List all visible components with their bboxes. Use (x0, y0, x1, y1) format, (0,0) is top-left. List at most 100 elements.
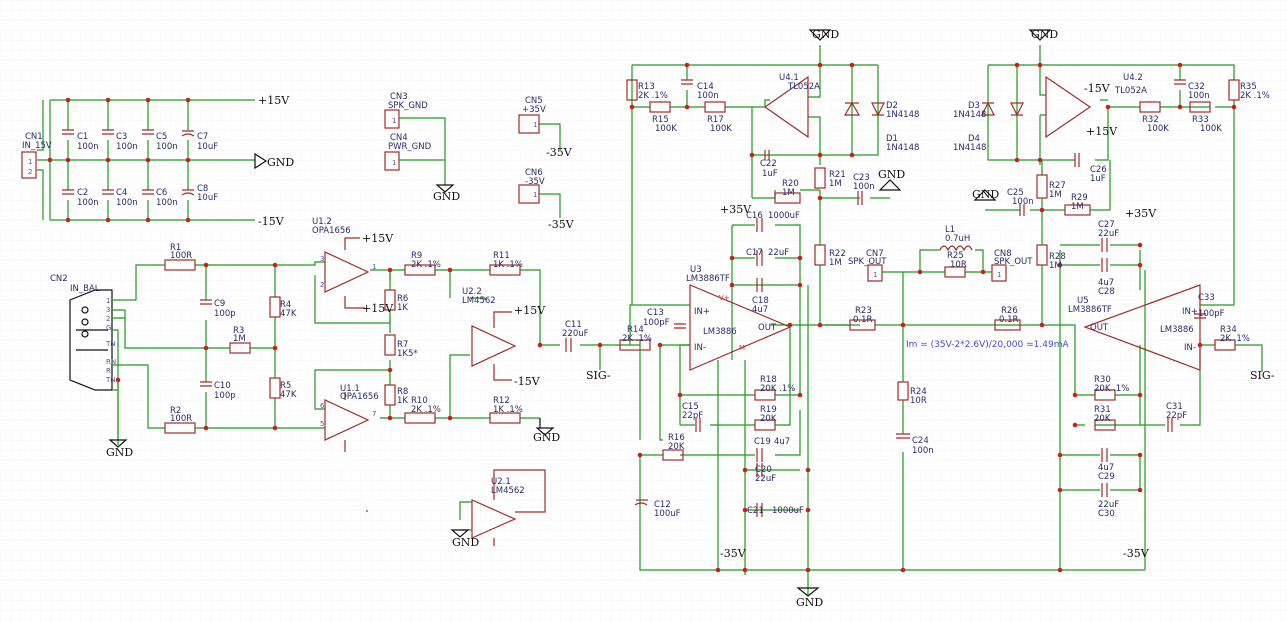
c1-ref: C1 (77, 132, 88, 142)
r8-ref: R8 (397, 387, 408, 397)
net-gnd-1: GND (267, 156, 294, 169)
cn3-ref: CN3 (390, 92, 408, 102)
c9-value: 100p (214, 309, 236, 319)
c13-ref: C13 (647, 308, 664, 318)
l1-ref: L1 (945, 225, 955, 235)
u12-pin2: 2 (320, 281, 324, 289)
u12-part: OPA1656 (312, 226, 351, 236)
r31-value: 20K (1094, 414, 1111, 424)
cn3-name: SPK_GND (388, 101, 428, 111)
r22-value: 1M (829, 258, 842, 268)
cn8-ref: CN8 (994, 249, 1012, 259)
cn4-name: PWR_GND (388, 142, 432, 152)
net-gnd-7: GND (878, 168, 905, 181)
r10-ref: R10 (411, 396, 428, 406)
c31-value: 22pF (1166, 411, 1187, 421)
c30-value: 22uF (1098, 500, 1119, 510)
r12-value: 1K .1% (493, 405, 523, 415)
cn2-pinTN2: TN (105, 376, 116, 384)
u22-part: LM4562 (462, 296, 496, 306)
c25-value: 100n (1012, 197, 1034, 207)
c9-ref: C9 (214, 299, 225, 309)
c4-value: 100n (116, 198, 138, 208)
net-p15-5: +15V (1086, 125, 1118, 138)
r3-value: 1M (233, 334, 246, 344)
r5-ref: R5 (280, 381, 291, 391)
r7-ref: R7 (397, 340, 408, 350)
r11-value: 1K .1% (493, 260, 523, 270)
d4-value: 1N4148 (953, 143, 986, 153)
cn7-name: SPK_OUT (848, 257, 887, 267)
u11-pin5: 5 (320, 420, 324, 428)
r20-value: 1M (782, 188, 795, 198)
r7-value: 1K5* (397, 349, 418, 359)
r2-ref: R2 (170, 406, 181, 416)
net-gnd-9: GND (1031, 28, 1058, 41)
u12-pin1: 1 (372, 263, 376, 271)
cn5-pin: 1 (533, 121, 537, 129)
r34-ref: R34 (1220, 325, 1237, 335)
cn8-pin: 1 (997, 271, 1001, 279)
d2-ref: D2 (886, 101, 898, 111)
r10-value: 2K .1% (411, 405, 441, 415)
c14-value: 100n (697, 91, 719, 101)
u3-pin-m: M (739, 344, 745, 352)
u5-pin-inm: IN- (1184, 343, 1196, 353)
r14-ref: R14 (627, 325, 644, 335)
c23-value: 100n (853, 182, 875, 192)
r20-ref: R20 (782, 179, 799, 189)
r18-ref: R18 (760, 375, 777, 385)
u3-pin-out: OUT (758, 323, 777, 333)
c31-ref: C31 (1166, 402, 1183, 412)
c14-ref: C14 (697, 82, 714, 92)
c33-ref: C33 (1198, 293, 1215, 303)
u41-part: TL052A (787, 82, 820, 92)
u5-ref: U5 (1077, 296, 1089, 306)
u12-ref: U1.2 (312, 217, 332, 227)
cn8-name: SPK_OUT (994, 257, 1033, 267)
c20-ref: C20 (755, 465, 772, 475)
c12-value: 100uF (654, 509, 681, 519)
u12-pin3: 3 (320, 255, 324, 263)
u22-ref: U2.2 (462, 287, 482, 297)
c8-ref: C8 (197, 184, 208, 194)
c32-value: 100n (1188, 91, 1210, 101)
net-p15-2: +15V (362, 232, 394, 245)
u11-pin7: 7 (372, 410, 376, 418)
d3-value: 1N4148 (953, 110, 986, 120)
r16-ref: R16 (668, 433, 685, 443)
d4-ref: D4 (968, 134, 980, 144)
r24-ref: R24 (910, 387, 927, 397)
d1-value: 1N4148 (886, 143, 919, 153)
r15-ref: R15 (652, 115, 669, 125)
c6-value: 100n (156, 198, 178, 208)
net-p35-2: +35V (1125, 207, 1157, 220)
c4-ref: C4 (116, 188, 127, 198)
r13-ref: R13 (638, 82, 655, 92)
r31-ref: R31 (1094, 405, 1111, 415)
c32-ref: C32 (1188, 82, 1205, 92)
cn1-pin1: 1 (28, 158, 32, 166)
r6-value: 1K (397, 303, 408, 313)
u3-pin-inm: IN- (694, 343, 706, 353)
d3-ref: D3 (968, 101, 980, 111)
c15-ref: C15 (682, 402, 699, 412)
c1-value: 100n (77, 142, 99, 152)
r25-ref: R25 (947, 251, 964, 261)
u42-part: TL052A (1114, 86, 1147, 96)
c21-value: 1000uF (772, 506, 804, 516)
r1-ref: R1 (170, 243, 181, 253)
c10-value: 100p (214, 391, 236, 401)
r8-value: 1K (397, 396, 408, 406)
cn5-name: +35V (522, 105, 546, 115)
input-stage-block: CN2 IN_BAL 1 3 2 G TN RN R TN (50, 217, 620, 549)
net-p15-3: +15V (362, 302, 394, 315)
c11-ref: C11 (565, 320, 582, 330)
r4-value: 47K (280, 309, 297, 319)
u5-part: LM3886TF (1068, 305, 1112, 315)
r23-ref: R23 (855, 306, 872, 316)
c7-value: 10uF (197, 142, 218, 152)
c10-ref: C10 (214, 381, 231, 391)
u3-part: LM3886TF (686, 274, 730, 284)
